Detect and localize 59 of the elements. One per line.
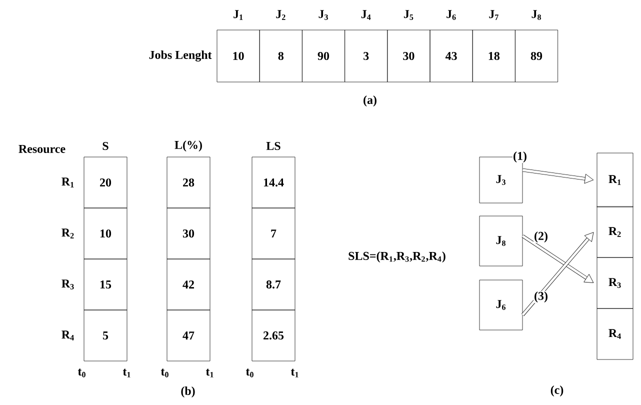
table-cell: 18 <box>472 30 516 82</box>
resource-cell: R$_{1}$ <box>596 152 634 208</box>
panel-label: (a) <box>364 96 376 106</box>
table-cell: 89 <box>515 30 558 82</box>
job-box: J$_{8}$ <box>479 216 523 266</box>
table-cell: 42 <box>166 258 210 310</box>
row-header: Jobs Lenght <box>149 50 212 62</box>
time-label: t$_{0}$ <box>78 368 86 378</box>
time-label: t$_{1}$ <box>290 368 298 378</box>
table-cell: 7 <box>252 208 296 260</box>
table-cell: 3 <box>344 30 388 82</box>
arrow <box>522 168 594 184</box>
arrow <box>522 234 594 283</box>
column-header: J$_{1}$ <box>234 10 243 20</box>
row-header: R$_{2}$ <box>62 228 74 238</box>
column-header: L(%) <box>174 140 202 152</box>
resource-cell: R$_{3}$ <box>596 257 634 309</box>
edge-label: (2) <box>534 231 548 243</box>
table-cell: 15 <box>84 258 128 310</box>
table-cell: 47 <box>166 310 210 362</box>
column-header: J$_{3}$ <box>318 10 328 20</box>
row-header: R$_{4}$ <box>62 330 74 340</box>
table-cell: 8 <box>259 30 302 82</box>
edge-label: (3) <box>534 291 548 303</box>
time-label: t$_{1}$ <box>122 368 130 378</box>
table-cell: 43 <box>430 30 473 82</box>
table-cell: 2.65 <box>252 310 296 362</box>
job-box: J$_{6}$ <box>479 280 523 330</box>
panel-label: (c) <box>550 386 564 396</box>
sequence-text: SLS=(R$_{1}$,R$_{3}$,R$_{2}$,R$_{4}$) <box>348 252 446 262</box>
row-header: R$_{1}$ <box>62 178 74 188</box>
table-cell: 10 <box>216 30 260 82</box>
table-cell: 20 <box>84 156 128 208</box>
table-cell: 28 <box>166 156 210 208</box>
arrow <box>521 232 594 316</box>
row-header: Resource <box>18 145 66 153</box>
column-header: J$_{4}$ <box>361 10 371 20</box>
table-cell: 5 <box>84 310 128 362</box>
column-header: J$_{7}$ <box>489 10 498 20</box>
column-header: J$_{2}$ <box>276 10 286 20</box>
column-header: J$_{6}$ <box>446 10 456 20</box>
table-cell: 8.7 <box>252 258 296 310</box>
panel-label: (b) <box>181 386 195 398</box>
time-label: t$_{1}$ <box>206 368 214 378</box>
column-header: J$_{5}$ <box>404 10 414 20</box>
edge-label: (1) <box>512 151 528 163</box>
resource-cell: R$_{4}$ <box>596 308 634 360</box>
resource-cell: R$_{2}$ <box>596 206 634 258</box>
column-header: LS <box>266 142 280 150</box>
column-header: S <box>102 142 108 150</box>
time-label: t$_{0}$ <box>160 368 168 378</box>
table-cell: 10 <box>84 208 128 260</box>
column-header: J$_{8}$ <box>532 10 541 20</box>
table-cell: 30 <box>166 208 210 260</box>
table-cell: 30 <box>387 30 430 82</box>
time-label: t$_{0}$ <box>246 368 254 378</box>
row-header: R$_{3}$ <box>62 280 74 290</box>
table-cell: 14.4 <box>252 156 296 208</box>
table-cell: 90 <box>302 30 345 82</box>
